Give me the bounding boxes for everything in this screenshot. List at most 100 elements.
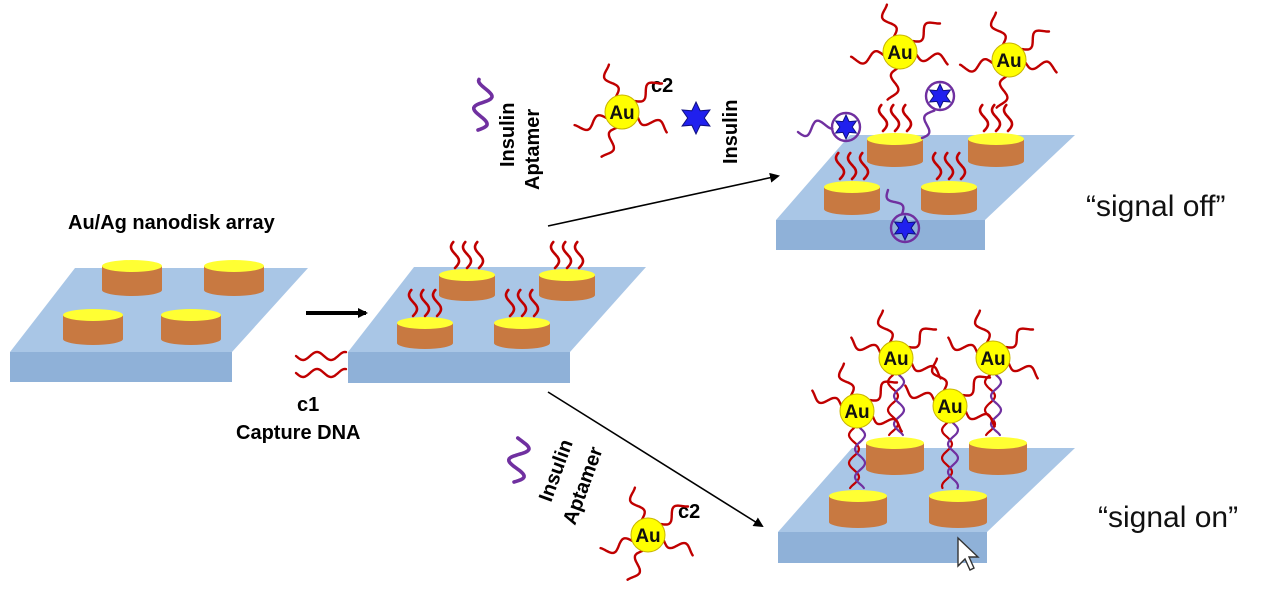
probe-dna-strand	[907, 327, 938, 349]
aptamer-tail	[796, 119, 834, 138]
disk-top	[204, 260, 264, 272]
capture-dna-strand	[846, 151, 858, 181]
probe-dna-strand	[886, 67, 900, 101]
disk-top	[829, 490, 887, 502]
au-nanoparticle-icon	[630, 517, 666, 553]
capture-dna-strand	[931, 151, 943, 181]
nanodisk	[866, 437, 924, 475]
capture-dna-strand	[889, 103, 901, 133]
aptamer-loop	[924, 80, 956, 112]
disk-side	[867, 139, 923, 167]
probe-dna-strand	[973, 309, 991, 344]
capture-dna-strand	[573, 240, 585, 270]
disk-side	[969, 443, 1027, 475]
aptamer-free	[506, 436, 531, 484]
disk-side	[866, 443, 924, 475]
disk-side	[929, 496, 987, 528]
probe-dna-strand	[1007, 362, 1039, 380]
probe-dna-strand	[876, 309, 894, 344]
aptamer-tail	[920, 109, 936, 140]
disk-top	[161, 309, 221, 321]
probe-dna-strand	[871, 415, 903, 433]
disk-top	[439, 269, 495, 281]
disk-top	[867, 133, 923, 145]
disk-side	[921, 187, 977, 215]
probe-dna-strand	[868, 380, 899, 402]
disk-side	[539, 275, 595, 301]
duplex-strand	[946, 421, 960, 490]
nanodisk	[921, 181, 977, 215]
au-nanoparticle-icon	[975, 340, 1011, 376]
disk-side	[968, 139, 1024, 167]
substrate-front	[348, 352, 570, 383]
probe-dna-strand	[837, 362, 855, 397]
probe-dna-strand	[989, 11, 1007, 46]
arrow-to-signal-off	[547, 172, 780, 227]
top-aptamer-label-2: Aptamer	[522, 109, 544, 190]
aptamer-tail	[885, 188, 905, 216]
nanodisk	[539, 269, 595, 301]
capture-dna-strand	[901, 103, 913, 133]
disk-side	[102, 266, 162, 296]
nanodisk	[969, 437, 1027, 475]
arrow-to-signal-on	[547, 391, 764, 528]
capture-dna-strand	[516, 288, 528, 318]
diagram-title: Au/Ag nanodisk array	[68, 212, 276, 234]
probe-dna-strand	[1020, 29, 1051, 51]
aptamer-loop	[830, 111, 862, 143]
insulin-star-icon	[928, 82, 952, 110]
probe-dna-strand	[904, 384, 936, 402]
probe-dna-strand	[599, 537, 634, 555]
disk-top	[102, 260, 162, 272]
aptamer-free	[472, 77, 494, 132]
au-nanoparticle-icon	[839, 393, 875, 429]
disk-top	[63, 309, 123, 321]
strand-layer	[294, 3, 1058, 581]
au-label: Au	[996, 51, 1021, 72]
probe-dna-strand	[910, 362, 942, 380]
insulin-star-icon	[681, 100, 711, 136]
au-label: Au	[883, 349, 908, 370]
insulin-label: Insulin	[720, 100, 742, 164]
probe-dna-strand	[1004, 327, 1035, 349]
disk-side	[494, 323, 550, 349]
probe-dna-strand	[633, 81, 664, 103]
probe-dna-strand	[1024, 60, 1058, 74]
au-label: Au	[635, 526, 660, 547]
cursor-icon	[957, 536, 980, 571]
probe-dna-strand	[958, 58, 994, 73]
capture-dna-strand	[549, 240, 561, 270]
probe-dna-strand	[850, 336, 882, 354]
probe-dna-strand	[964, 410, 996, 428]
probe-dna-strand	[880, 3, 898, 38]
capture-dna-strand	[561, 240, 573, 270]
au-nanoparticle-icon	[932, 388, 968, 424]
signal-on-label: “signal on”	[1098, 501, 1238, 534]
nanodisk	[867, 133, 923, 167]
substrate-front	[778, 532, 987, 563]
au-label: Au	[887, 43, 912, 64]
capture-dna-strand	[504, 288, 516, 318]
probe-dna-strand	[659, 504, 690, 526]
duplex-strand	[892, 373, 906, 437]
capture-dna-strand	[943, 151, 955, 181]
probe-dna-strand	[915, 52, 949, 66]
probe-dna-strand	[995, 75, 1009, 109]
duplex-strand	[853, 426, 867, 490]
duplex-strand	[989, 373, 1003, 437]
au-nanoparticle-icon	[882, 34, 918, 70]
capture-dna-strand	[473, 240, 485, 270]
disk-top	[539, 269, 595, 281]
duplex-strand	[940, 421, 954, 490]
nanodisk	[204, 260, 264, 296]
probe-dna-strand	[947, 336, 979, 354]
nanodisk	[102, 260, 162, 296]
nanodisk	[929, 490, 987, 528]
probe-dna-strand	[849, 50, 885, 65]
capture-dna-strand	[1002, 103, 1014, 133]
probe-dna-strand	[911, 21, 942, 43]
duplex-strand	[886, 373, 900, 437]
au-label: Au	[980, 349, 1005, 370]
probe-dna-strand	[811, 389, 843, 407]
